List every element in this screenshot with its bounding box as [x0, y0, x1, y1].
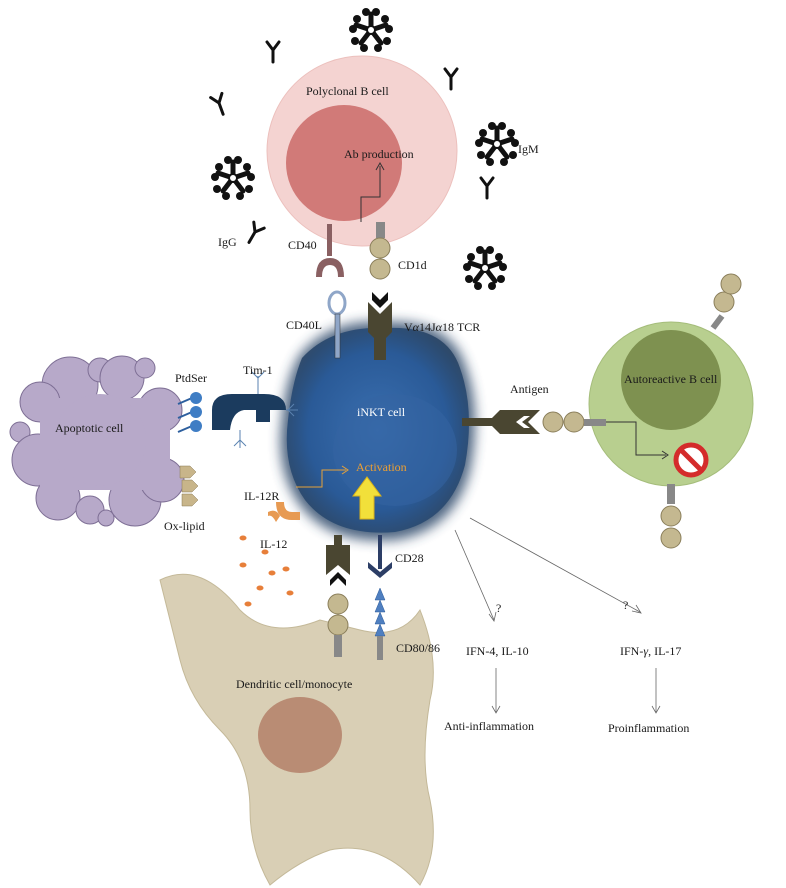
il12-label: IL-12: [260, 537, 287, 551]
polyclonal-b-cell: Polyclonal B cell Ab production: [266, 55, 458, 247]
igg-label: IgG: [218, 235, 237, 249]
tim1-receptor: [212, 371, 298, 448]
igm-pentamer-icon: [475, 122, 519, 166]
igm-pentamer-icon: [463, 246, 507, 290]
cd1d-label: CD1d: [398, 258, 427, 272]
dc-cd1d-molecule: [327, 593, 349, 657]
ox-lipid-molecules: [179, 465, 199, 507]
anti-inflammation-label: Anti-inflammation: [444, 719, 534, 733]
il12r-label: IL-12R: [244, 489, 279, 503]
igg-antibody-icon: [209, 91, 231, 118]
igg-antibody-icon: [443, 67, 459, 91]
il12r-receptor: [268, 502, 300, 522]
cd40l-ligand: [327, 290, 347, 359]
cd40-receptor: [316, 224, 344, 277]
tim1-label: Tim-1: [243, 363, 273, 377]
tcr-receptor: [368, 302, 392, 360]
cd28-receptor: [368, 535, 392, 578]
igg-antibody-icon: [242, 220, 266, 247]
inkt-cell: iNKT cell: [280, 321, 475, 541]
ifn4-il10-label: IFN-4, IL-10: [466, 644, 529, 658]
activation-arrow-icon: [352, 476, 382, 520]
question-mark-right: ?: [623, 598, 628, 612]
cd40-label: CD40: [288, 238, 317, 252]
activation-signal: Activation: [296, 460, 407, 520]
polyclonal-b-cell-label: Polyclonal B cell: [306, 84, 389, 98]
dendritic-cell: Dendritic cell/monocyte: [159, 573, 434, 886]
inkt-tcr-bottom: [326, 535, 350, 586]
autoreactive-b-cell-label: Autoreactive B cell: [624, 372, 718, 386]
antigen-receptor: [462, 410, 540, 434]
igg-antibody-icon: [265, 40, 281, 64]
igm-pentamer-icon: [349, 8, 393, 52]
autoreactive-b-cell: Autoreactive B cell: [542, 273, 754, 549]
apoptotic-cell-label: Apoptotic cell: [55, 421, 124, 435]
igm-label: IgM: [518, 142, 539, 156]
cd28-label: CD28: [395, 551, 424, 565]
inkt-cell-label: iNKT cell: [357, 405, 406, 419]
ifn-gamma-il17-label: IFN-γ, IL-17: [620, 644, 681, 658]
ox-lipid-label: Ox-lipid: [164, 519, 205, 533]
ptdser-label: PtdSer: [175, 371, 207, 385]
antigen-label: Antigen: [510, 382, 549, 396]
outcome-arrows: [454, 517, 661, 714]
block-icon: [673, 442, 709, 478]
igg-antibody-icon: [479, 176, 495, 200]
igm-pentamer-icon: [211, 156, 255, 200]
ptdser-molecules: [177, 392, 202, 433]
apoptotic-cell: [9, 355, 185, 527]
ab-production-label: Ab production: [344, 147, 414, 161]
dendritic-cell-label: Dendritic cell/monocyte: [236, 677, 352, 691]
cd80-86-ligand: [374, 587, 386, 660]
tcr-label: Vα14Jα18 TCR: [404, 320, 480, 334]
cd40l-label: CD40L: [286, 318, 322, 332]
question-mark-left: ?: [496, 601, 501, 615]
cd80-86-label: CD80/86: [396, 641, 440, 655]
proinflammation-label: Proinflammation: [608, 721, 689, 735]
cd1d-molecule: [369, 222, 391, 280]
activation-label: Activation: [356, 460, 407, 474]
cd1d-antigen-chevron: [372, 292, 388, 308]
